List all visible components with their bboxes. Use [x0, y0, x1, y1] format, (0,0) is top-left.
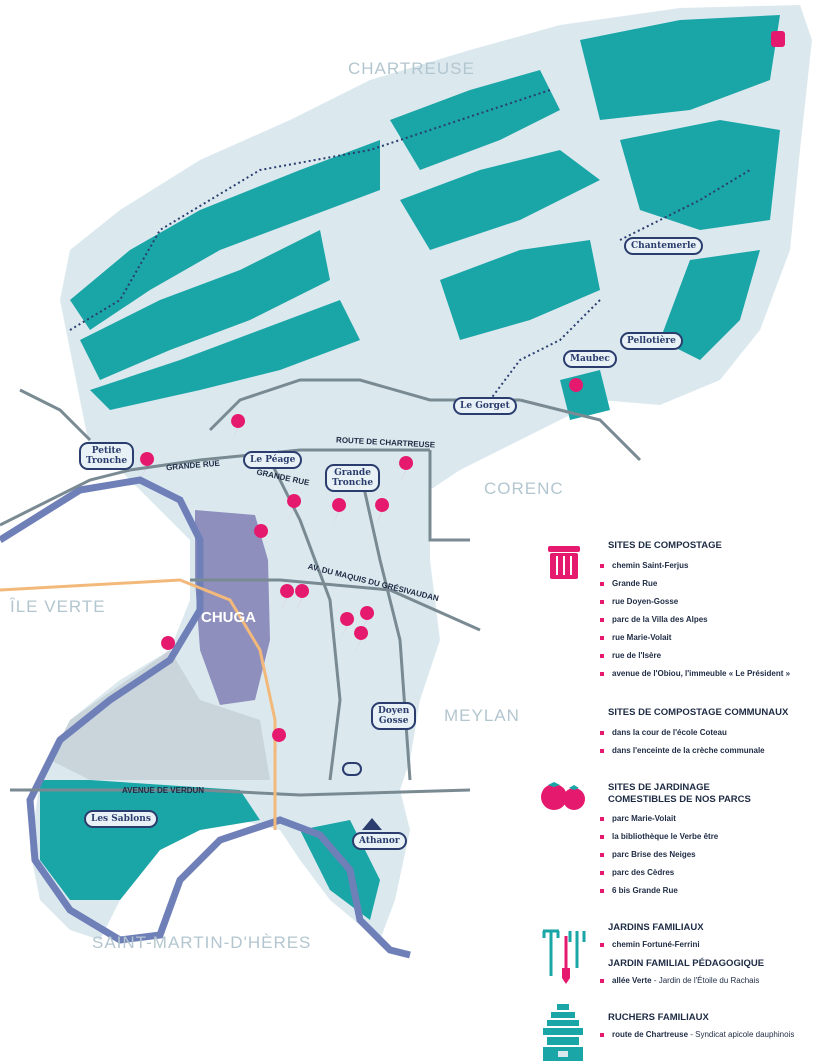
forest-area	[400, 150, 600, 250]
road-label-verdun: AVENUE DE VERDUN	[122, 786, 205, 795]
legend-item-detail: - Jardin de l'Étoile du Rachais	[651, 976, 760, 985]
urban-area	[50, 650, 270, 780]
place-label-line: Doyen	[378, 706, 410, 716]
map-marker-icon	[375, 498, 390, 526]
legend-title-line: COMESTIBLES DE NOS PARCS	[608, 794, 751, 805]
map-marker-icon	[140, 452, 155, 480]
legend-item: avenue de l'Obiou, l'immeuble « Le Prési…	[598, 665, 833, 683]
map-marker-icon	[354, 626, 369, 654]
legend-item: rue Marie-Volait	[598, 629, 833, 647]
forest-area	[660, 250, 760, 360]
chuga-area	[195, 510, 270, 705]
place-label-petite-tronche: Petite Tronche	[79, 442, 135, 470]
tomatoes-icon	[541, 782, 585, 810]
map-marker-icon	[399, 456, 414, 484]
river-isere	[0, 476, 411, 959]
legend-section-ruchers: RUCHERS FAMILIAUX route de Chartreuse - …	[598, 1012, 833, 1044]
owl-icon	[771, 31, 785, 47]
legend-title: JARDINS FAMILIAUX	[608, 922, 704, 933]
region-label-corenc: CORENC	[484, 479, 564, 498]
forest-area	[70, 140, 380, 330]
legend-item: parc des Cèdres	[598, 864, 833, 882]
legend-section-jardin-pedagogique: JARDIN FAMILIAL PÉDAGOGIQUE allée Verte …	[598, 958, 833, 990]
legend-section-compostage-communaux: SITES DE COMPOSTAGE COMMUNAUX dans la co…	[598, 707, 833, 760]
forest-area	[580, 15, 780, 120]
place-label-chantemerle: Chantemerle	[624, 237, 704, 255]
place-label-grande-tronche: Grande Tronche	[325, 464, 381, 492]
place-label-line: Gosse	[378, 716, 409, 726]
forest-area	[80, 230, 330, 380]
legend-item: Grande Rue	[598, 575, 833, 593]
legend-title-line: SITES DE JARDINAGE	[608, 782, 710, 793]
legend-item: chemin Fortuné-Ferrini	[598, 936, 833, 954]
legend-item: rue de l'Isère	[598, 647, 833, 665]
legend-section-jardinage: SITES DE JARDINAGE COMESTIBLES DE NOS PA…	[598, 782, 833, 900]
map-marker-icon	[569, 378, 584, 406]
forest-area	[440, 240, 600, 340]
map-marker-icon	[231, 414, 246, 442]
legend-title: SITES DE COMPOSTAGE	[608, 540, 722, 551]
map-marker-icon	[287, 494, 302, 522]
place-label-line: Tronche	[332, 478, 374, 488]
stadium	[342, 762, 362, 776]
region-label-meylan: MEYLAN	[444, 706, 520, 725]
map-marker-icon	[254, 524, 269, 552]
beehive-icon	[543, 1004, 583, 1061]
trail-network	[69, 89, 751, 401]
region-label-ile-verte: ÎLE VERTE	[10, 597, 106, 616]
map-marker-icon	[161, 636, 176, 664]
legend-title: JARDIN FAMILIAL PÉDAGOGIQUE	[608, 958, 765, 969]
place-label-les-sablons: Les Sablons	[84, 810, 158, 828]
legend-item-name: allée Verte	[612, 976, 652, 985]
map-marker-icon	[295, 584, 310, 612]
place-label-doyen-gosse: Doyen Gosse	[371, 702, 417, 730]
legend-item: parc de la Villa des Alpes	[598, 611, 833, 629]
legend-title: RUCHERS FAMILIAUX	[608, 1012, 709, 1023]
map-marker-icon	[280, 584, 295, 612]
place-label-le-gorget: Le Gorget	[453, 397, 517, 415]
map-marker-icon	[340, 612, 355, 640]
legend-item: route de Chartreuse - Syndicat apicole d…	[598, 1026, 833, 1044]
legend-item: parc Brise des Neiges	[598, 846, 833, 864]
forest-area	[390, 70, 560, 170]
legend-item: chemin Saint-Ferjus	[598, 557, 833, 575]
forest-area	[620, 120, 780, 230]
legend-item: parc Marie-Volait	[598, 810, 833, 828]
map-marker-icon	[272, 728, 287, 756]
legend-section-jardins-familiaux: JARDINS FAMILIAUX chemin Fortuné-Ferrini	[598, 922, 833, 954]
legend-item: dans l'enceinte de la crèche communale	[598, 742, 833, 760]
place-label-le-peage: Le Péage	[243, 451, 303, 469]
place-label-pellotiere: Pellotière	[620, 332, 683, 350]
place-label-line: Tronche	[86, 456, 128, 466]
athanor-building-icon	[362, 818, 382, 830]
legend-item-name: route de Chartreuse	[612, 1030, 689, 1039]
legend-item: allée Verte - Jardin de l'Étoile du Rach…	[598, 972, 833, 990]
legend-title: SITES DE COMPOSTAGE COMMUNAUX	[608, 707, 789, 718]
legend-title: SITES DE JARDINAGE COMESTIBLES DE NOS PA…	[608, 782, 833, 806]
map-marker-icon	[332, 498, 347, 526]
place-label-athanor: Athanor	[352, 832, 407, 850]
forest-area	[90, 300, 360, 410]
place-label-chuga: CHUGA	[201, 609, 256, 626]
legend-item: la bibliothèque le Verbe être	[598, 828, 833, 846]
place-label-line: Grande	[334, 468, 371, 478]
place-label-maubec: Maubec	[563, 350, 617, 368]
region-label-saint-martin: SAINT-MARTIN-D'HÈRES	[92, 933, 312, 952]
legend-item-detail: - Syndicat apicole dauphinois	[688, 1030, 795, 1039]
legend-section-compostage: SITES DE COMPOSTAGE chemin Saint-Ferjus …	[598, 540, 833, 683]
legend-item: rue Doyen-Gosse	[598, 593, 833, 611]
region-label-chartreuse: CHARTREUSE	[348, 59, 475, 78]
legend-item: 6 bis Grande Rue	[598, 882, 833, 900]
legend-item: dans la cour de l'école Coteau	[598, 724, 833, 742]
garden-tools-icon	[542, 929, 586, 984]
place-label-line: Petite	[91, 446, 122, 456]
compost-bin-icon	[548, 546, 580, 579]
compost-marker-group	[140, 378, 584, 756]
